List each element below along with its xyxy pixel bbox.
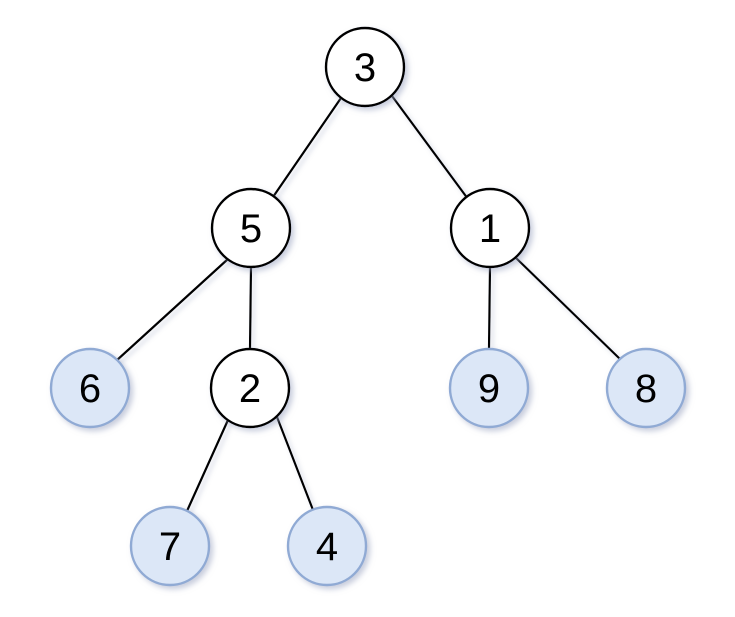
nodes-layer: 3 5 1 6 2 9 8 7 4 [49,26,687,587]
node-label: 2 [239,367,261,411]
tree-node[interactable]: 3 [324,26,406,108]
tree-node[interactable]: 1 [449,187,531,269]
leaf-node-circle[interactable] [286,505,368,587]
tree-node[interactable]: 7 [129,505,211,587]
node-label: 1 [479,207,501,251]
tree-node[interactable]: 8 [605,347,687,429]
node-label: 7 [159,525,181,569]
tree-edge [185,418,230,513]
tree-edge [248,265,253,351]
tree-edge [390,94,470,201]
tree-edge [114,257,230,363]
internal-node-circle[interactable] [324,26,406,108]
tree-node[interactable]: 9 [448,347,530,429]
tree-node[interactable]: 6 [49,347,131,429]
node-label: 9 [478,367,500,411]
edges-layer [114,94,623,513]
node-label: 5 [240,207,262,251]
tree-node[interactable]: 5 [210,187,292,269]
tree-edge [487,265,492,351]
tree-edge [513,255,623,362]
tree-node[interactable]: 4 [286,505,368,587]
leaf-node-circle[interactable] [605,347,687,429]
leaf-node-circle[interactable] [129,505,211,587]
tree-edge [271,96,343,199]
leaf-node-circle[interactable] [49,347,131,429]
node-label: 8 [635,367,657,411]
internal-node-circle[interactable] [449,187,531,269]
tree-edge [275,415,315,512]
node-label: 6 [79,367,101,411]
tree-node[interactable]: 2 [209,347,291,429]
node-label: 3 [354,46,376,90]
internal-node-circle[interactable] [210,187,292,269]
leaf-node-circle[interactable] [448,347,530,429]
internal-node-circle[interactable] [209,347,291,429]
node-label: 4 [316,525,338,569]
